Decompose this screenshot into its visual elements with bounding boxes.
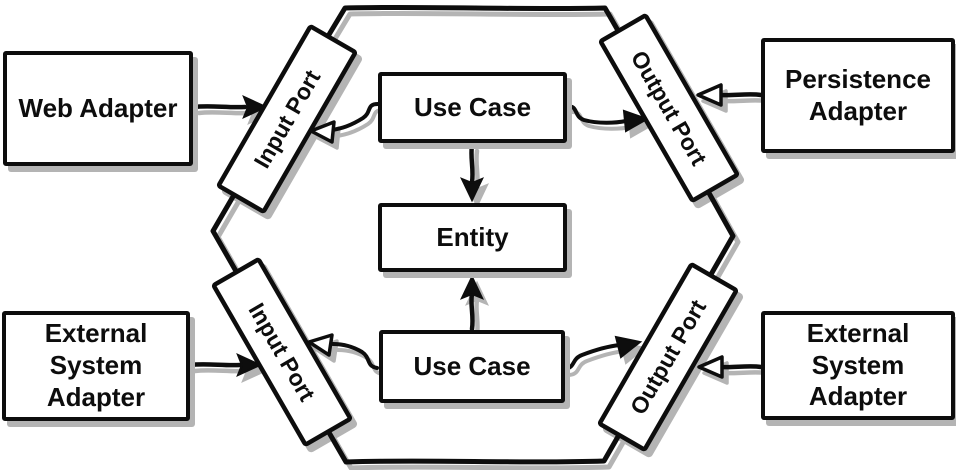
arrow-line xyxy=(331,342,379,370)
use-case-top-box: Use Case xyxy=(378,72,567,143)
arrowhead-solid xyxy=(242,95,269,119)
persistence-adapter-box: Persistence Adapter xyxy=(761,38,955,153)
hexagon-outline xyxy=(210,4,736,465)
arrow-persistence-adapter-to-output-port xyxy=(696,83,764,107)
arrow-line xyxy=(562,343,622,371)
arrowhead-hollow xyxy=(697,355,724,379)
arrow-web-adapter-to-input-port xyxy=(191,95,269,119)
port-input-top: Input Port xyxy=(216,24,358,214)
entity-box: Entity xyxy=(378,203,567,272)
arrow-use-case-bottom-to-entity xyxy=(459,274,485,332)
arrowhead-hollow xyxy=(696,83,723,107)
arrow-external-adapter-to-output-port xyxy=(697,355,764,379)
arrow-line xyxy=(187,362,243,368)
arrow-external-adapter-to-input-port xyxy=(187,353,263,377)
arrow-line xyxy=(469,142,475,185)
use-case-bottom-box: Use Case xyxy=(379,330,565,403)
arrowhead-solid xyxy=(459,274,485,300)
arrow-line xyxy=(719,364,764,370)
arrow-line xyxy=(565,104,628,125)
arrowhead-hollow xyxy=(309,120,336,144)
port-box xyxy=(598,13,740,203)
external-system-adapter-left-box: External System Adapter xyxy=(2,311,190,421)
arrow-use-case-to-output-port-top xyxy=(565,104,650,133)
arrowhead-solid xyxy=(614,335,643,359)
arrow-line xyxy=(191,104,248,110)
port-box xyxy=(597,262,739,452)
arrowhead-solid xyxy=(236,353,263,377)
arrow-line xyxy=(718,92,764,98)
arrowhead-solid xyxy=(459,177,485,203)
port-output-top: Output Port xyxy=(598,13,740,203)
arrowhead-solid xyxy=(622,109,650,133)
arrow-use-case-to-output-port-bottom xyxy=(562,335,643,371)
arrow-use-case-to-input-port-top xyxy=(309,102,380,144)
arrow-use-case-top-to-entity xyxy=(459,142,485,203)
web-adapter-box: Web Adapter xyxy=(3,51,193,166)
arrow-use-case-to-input-port-bottom xyxy=(307,333,379,370)
arrow-line xyxy=(469,291,475,332)
external-system-adapter-right-box: External System Adapter xyxy=(761,311,955,420)
arrowhead-hollow xyxy=(307,333,334,357)
port-box xyxy=(211,257,353,447)
arrow-line xyxy=(329,102,380,132)
port-box xyxy=(216,24,358,214)
